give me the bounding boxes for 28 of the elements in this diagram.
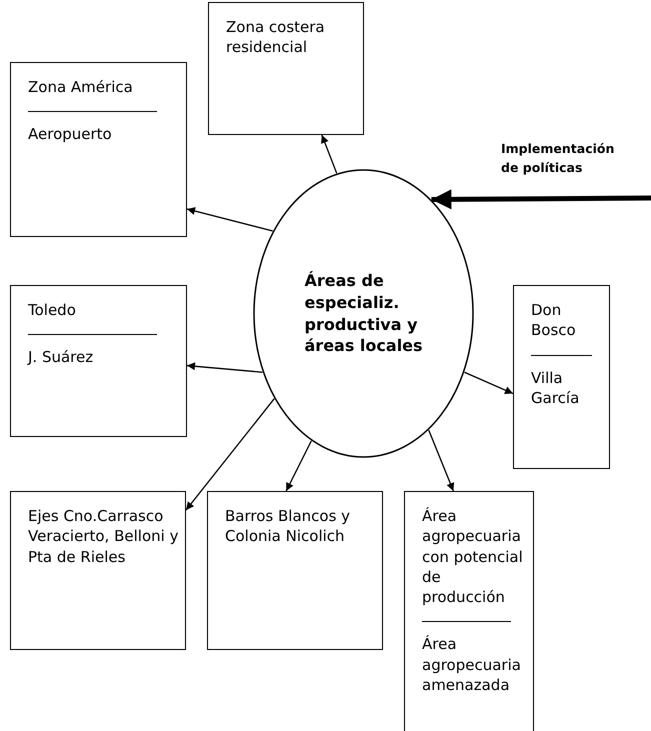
text-box bbox=[404, 491, 534, 731]
arrow bbox=[428, 430, 454, 492]
node-text: Barros Blancos y Colonia Nicolich bbox=[225, 506, 352, 546]
node-text: Área agropecuaria amenazada bbox=[422, 634, 522, 695]
arrow bbox=[431, 189, 651, 210]
ellipse-node bbox=[253, 169, 474, 458]
text-box bbox=[10, 62, 187, 237]
node-text: Aeropuerto bbox=[28, 124, 113, 144]
text-box bbox=[10, 285, 187, 437]
node-text: Don Bosco bbox=[531, 300, 577, 340]
node-text: Toledo bbox=[28, 300, 77, 320]
node-text: J. Suárez bbox=[28, 347, 94, 368]
node-text: Villa García bbox=[531, 368, 580, 408]
node-text: Zona costera residencial bbox=[226, 17, 326, 58]
arrow bbox=[186, 398, 275, 510]
text-box bbox=[10, 491, 186, 650]
node-text: Ejes Cno.Carrasco Veracierto, Belloni y Pta de Rieles bbox=[28, 506, 179, 567]
node-text: Área agropecuaria con potencial de producción bbox=[422, 506, 524, 608]
arrow bbox=[186, 362, 263, 373]
arrow bbox=[186, 207, 273, 232]
arrow bbox=[464, 372, 514, 394]
node-title: Áreas de especializ. productiva y áreas locales bbox=[304, 270, 424, 357]
arrow bbox=[321, 134, 338, 174]
text-box bbox=[208, 2, 364, 135]
text-box bbox=[513, 285, 610, 469]
node-text: Zona América bbox=[28, 77, 134, 98]
arrow bbox=[286, 440, 312, 492]
text-box bbox=[207, 491, 383, 650]
